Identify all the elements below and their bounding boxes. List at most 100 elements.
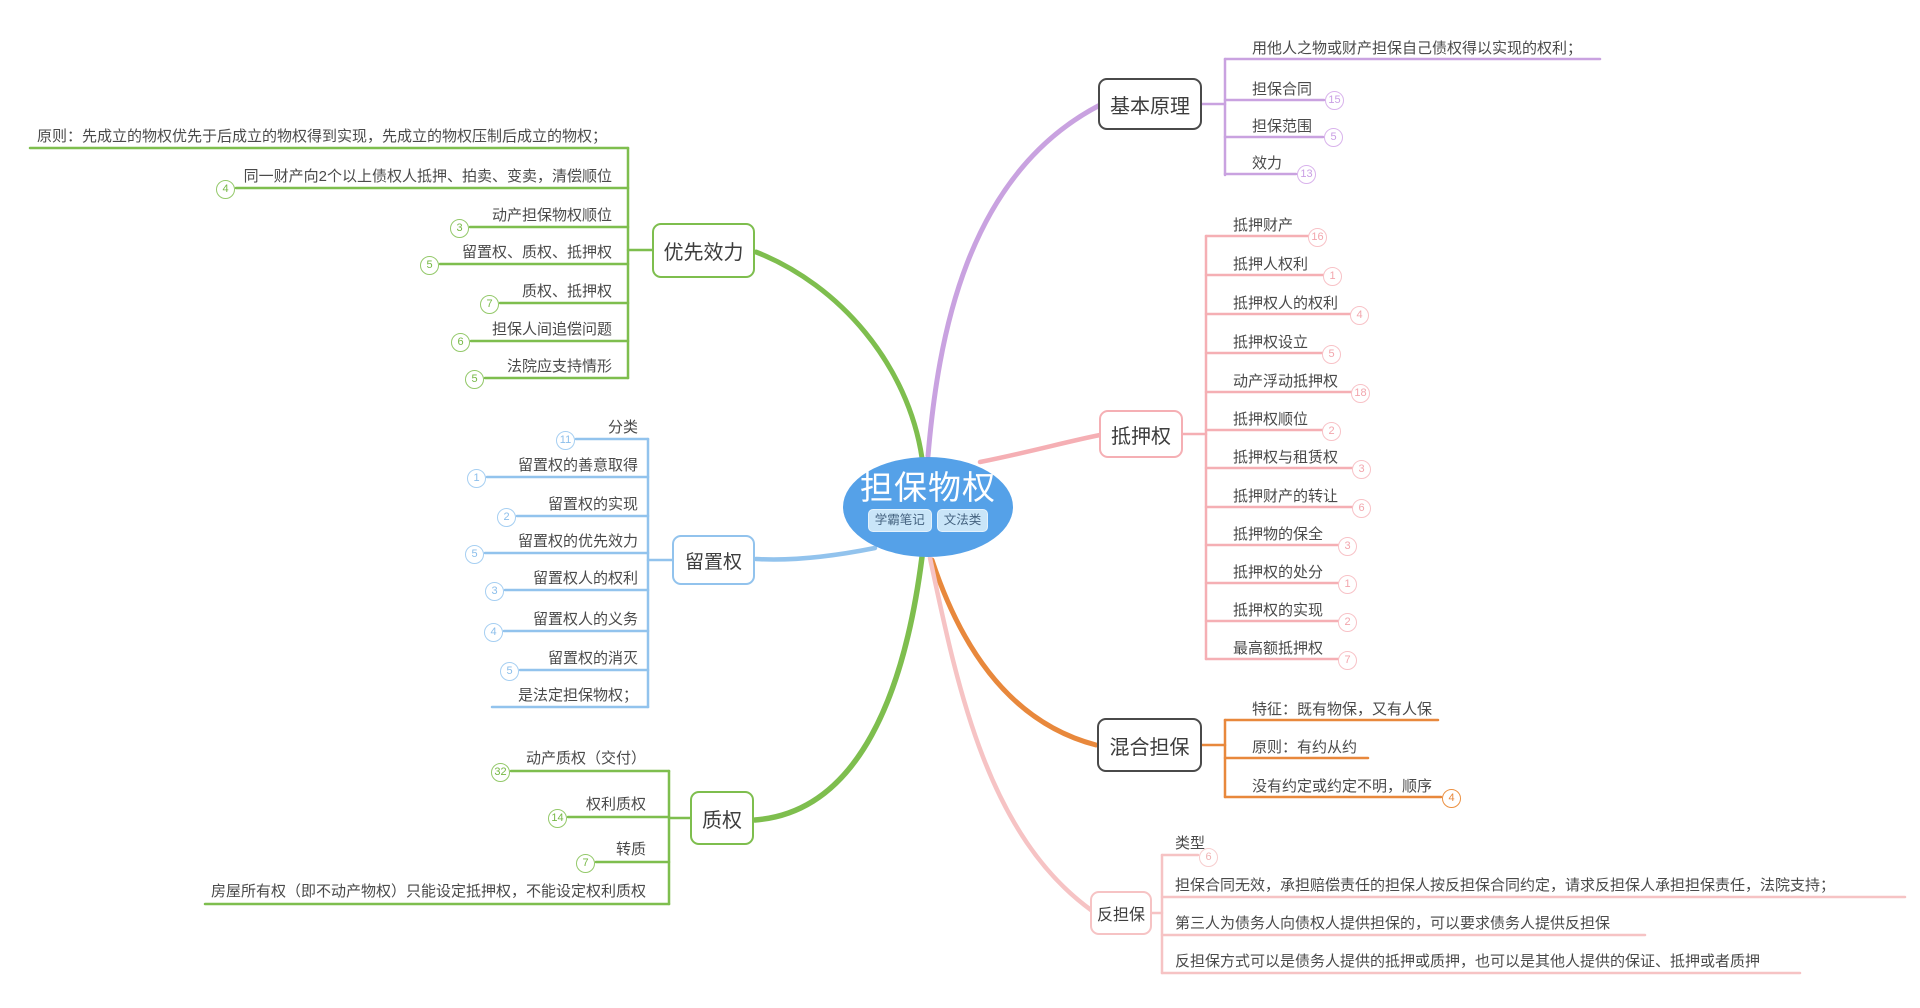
topic-count-badge[interactable]: 5 xyxy=(465,370,484,389)
topic-label[interactable]: 抵押人权利 xyxy=(1233,256,1309,273)
topic-label[interactable]: 分类 xyxy=(607,419,638,436)
topic-count-badge[interactable]: 18 xyxy=(1351,384,1370,403)
topic-label[interactable]: 留置权、质权、抵押权 xyxy=(461,244,612,261)
curve-basic-theory xyxy=(925,102,1103,459)
bracket-priority-effect xyxy=(28,146,654,380)
topic-label[interactable]: 担保人间追偿问题 xyxy=(491,321,612,338)
topic-count-badge[interactable]: 1 xyxy=(1338,575,1357,594)
topic-label[interactable]: 抵押权与租赁权 xyxy=(1233,449,1339,466)
bracket-mixed-guarantee xyxy=(1200,718,1443,799)
curve-counter-guarantee xyxy=(927,555,1094,913)
topic-label[interactable]: 抵押权的实现 xyxy=(1233,602,1324,619)
topic-count-badge[interactable]: 2 xyxy=(1338,613,1357,632)
topic-count-badge[interactable]: 14 xyxy=(548,809,567,828)
topic-count-badge[interactable]: 4 xyxy=(1442,789,1461,808)
topic-label[interactable]: 原则：先成立的物权优先于后成立的物权得到实现，先成立的物权压制后成立的物权； xyxy=(37,128,608,145)
topic-count-badge[interactable]: 3 xyxy=(485,582,504,601)
topic-count-badge[interactable]: 16 xyxy=(1308,228,1327,247)
topic-count-badge[interactable]: 32 xyxy=(491,763,510,782)
topic-label[interactable]: 用他人之物或财产担保自己债权得以实现的权利； xyxy=(1252,40,1583,57)
bracket-counter-guarantee xyxy=(1150,853,1907,975)
topic-label[interactable]: 类型 xyxy=(1175,835,1206,852)
topic-label[interactable]: 抵押权人的权利 xyxy=(1233,295,1339,312)
topic-label[interactable]: 最高额抵押权 xyxy=(1233,640,1324,657)
topic-count-badge[interactable]: 1 xyxy=(467,469,486,488)
topic-label[interactable]: 权利质权 xyxy=(585,796,646,813)
branch-node-counter-guarantee[interactable]: 反担保 xyxy=(1090,891,1152,935)
topic-count-badge[interactable]: 7 xyxy=(1338,651,1357,670)
tag-study-notes: 学霸笔记 xyxy=(867,509,932,532)
topic-count-badge[interactable]: 3 xyxy=(1338,537,1357,556)
topic-count-badge[interactable]: 3 xyxy=(1352,460,1371,479)
topic-label[interactable]: 留置权的优先效力 xyxy=(517,533,638,550)
topic-label[interactable]: 抵押权顺位 xyxy=(1233,411,1309,428)
topic-label[interactable]: 抵押财产 xyxy=(1233,217,1294,234)
central-topic[interactable]: 担保物权 学霸笔记 文法类 xyxy=(843,457,1013,557)
topic-label[interactable]: 反担保方式可以是债务人提供的抵押或质押，也可以是其他人提供的保证、抵押或者质押 xyxy=(1175,953,1761,970)
topic-count-badge[interactable]: 4 xyxy=(1350,306,1369,325)
branch-node-mortgage[interactable]: 抵押权 xyxy=(1099,410,1183,458)
topic-count-badge[interactable]: 1 xyxy=(1323,267,1342,286)
topic-label[interactable]: 抵押财产的转让 xyxy=(1233,488,1339,505)
topic-count-badge[interactable]: 15 xyxy=(1325,91,1344,110)
topic-count-badge[interactable]: 5 xyxy=(1322,345,1341,364)
topic-label[interactable]: 第三人为债务人向债权人提供担保的，可以要求债务人提供反担保 xyxy=(1175,915,1611,932)
topic-count-badge[interactable]: 2 xyxy=(1322,422,1341,441)
topic-label[interactable]: 留置权的消灭 xyxy=(547,650,638,667)
curve-priority-effect xyxy=(753,249,925,461)
branch-node-priority-effect[interactable]: 优先效力 xyxy=(652,223,755,278)
topic-label[interactable]: 同一财产向2个以上债权人抵押、拍卖、变卖，清偿顺位 xyxy=(243,168,612,185)
topic-count-badge[interactable]: 7 xyxy=(480,295,499,314)
topic-label[interactable]: 没有约定或约定不明，顺序 xyxy=(1252,778,1433,795)
tag-category: 文法类 xyxy=(936,509,989,532)
curve-lien xyxy=(753,545,878,562)
curve-pledge xyxy=(752,554,925,823)
topic-count-badge[interactable]: 7 xyxy=(576,854,595,873)
topic-label[interactable]: 留置权人的义务 xyxy=(532,611,638,628)
topic-label[interactable]: 原则：有约从约 xyxy=(1252,739,1358,756)
topic-label[interactable]: 法院应支持情形 xyxy=(506,358,612,375)
topic-label[interactable]: 担保合同无效，承担赔偿责任的担保人按反担保合同约定，请求反担保人承担担保责任，法… xyxy=(1175,877,1836,894)
central-topic-title: 担保物权 xyxy=(860,469,996,506)
topic-label[interactable]: 留置权的实现 xyxy=(547,496,638,513)
branch-node-pledge[interactable]: 质权 xyxy=(690,791,754,845)
topic-count-badge[interactable]: 5 xyxy=(1324,128,1343,147)
bracket-lien xyxy=(483,437,674,709)
branch-node-basic-theory[interactable]: 基本原理 xyxy=(1098,78,1202,130)
topic-label[interactable]: 担保合同 xyxy=(1252,81,1313,98)
topic-count-badge[interactable]: 6 xyxy=(1352,499,1371,518)
topic-label[interactable]: 效力 xyxy=(1252,155,1283,172)
topic-label[interactable]: 抵押权的处分 xyxy=(1233,564,1324,581)
topic-count-badge[interactable]: 3 xyxy=(450,219,469,238)
topic-label[interactable]: 特征：既有物保，又有人保 xyxy=(1252,701,1433,718)
topic-count-badge[interactable]: 5 xyxy=(420,256,439,275)
topic-count-badge[interactable]: 6 xyxy=(451,333,470,352)
topic-count-badge[interactable]: 5 xyxy=(465,545,484,564)
curve-mixed-guarantee xyxy=(929,557,1099,748)
topic-label[interactable]: 转质 xyxy=(615,841,646,858)
topic-label[interactable]: 动产浮动抵押权 xyxy=(1233,373,1339,390)
topic-count-badge[interactable]: 13 xyxy=(1297,165,1316,184)
topic-label[interactable]: 动产质权（交付） xyxy=(525,750,646,767)
topic-label[interactable]: 担保范围 xyxy=(1252,118,1313,135)
branch-node-mixed-guarantee[interactable]: 混合担保 xyxy=(1097,718,1202,772)
topic-label[interactable]: 留置权的善意取得 xyxy=(517,457,638,474)
topic-count-badge[interactable]: 4 xyxy=(216,180,235,199)
bracket-pledge xyxy=(203,769,692,906)
topic-label[interactable]: 房屋所有权（即不动产物权）只能设定抵押权，不能设定权利质权 xyxy=(211,883,647,900)
bracket-mortgage xyxy=(1181,234,1354,661)
topic-label[interactable]: 是法定担保物权； xyxy=(517,687,638,704)
topic-label[interactable]: 质权、抵押权 xyxy=(521,283,612,300)
topic-count-badge[interactable]: 2 xyxy=(497,508,516,527)
topic-count-badge[interactable]: 4 xyxy=(484,623,503,642)
topic-count-badge[interactable]: 11 xyxy=(556,431,575,450)
topic-label[interactable]: 抵押权设立 xyxy=(1233,334,1309,351)
topic-count-badge[interactable]: 5 xyxy=(500,662,519,681)
topic-label[interactable]: 抵押物的保全 xyxy=(1233,526,1324,543)
topic-label[interactable]: 留置权人的权利 xyxy=(532,570,638,587)
topic-count-badge[interactable]: 6 xyxy=(1199,848,1218,867)
branch-node-lien[interactable]: 留置权 xyxy=(672,535,755,585)
topic-label[interactable]: 动产担保物权顺位 xyxy=(491,207,612,224)
curve-mortgage xyxy=(977,432,1103,465)
